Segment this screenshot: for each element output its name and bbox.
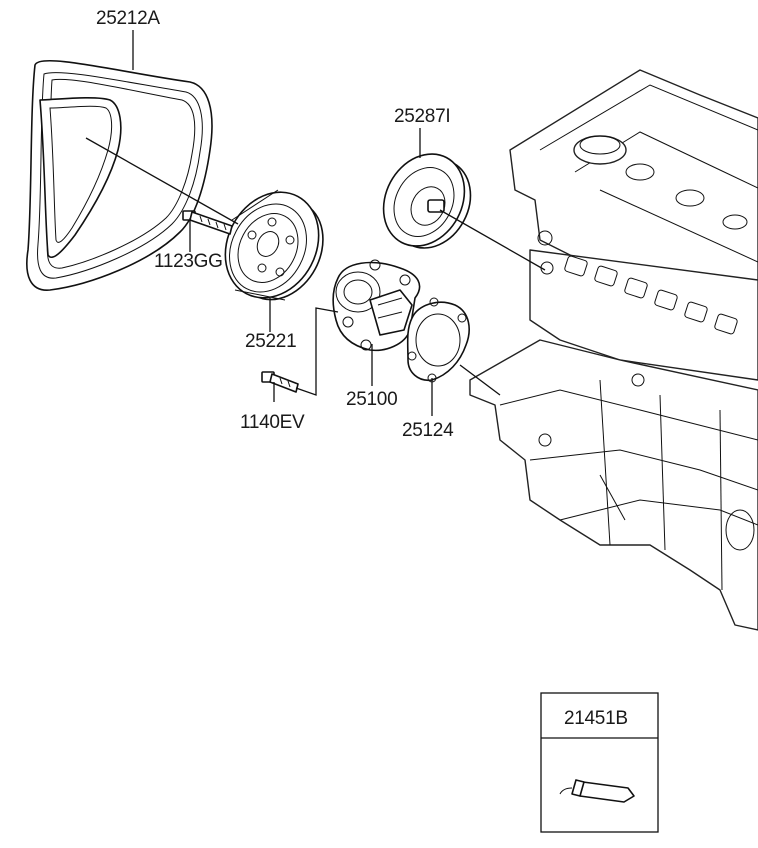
sealant-box: 21451B — [540, 692, 659, 833]
sealant-tube-icon — [559, 779, 635, 803]
label-gasket: 25124 — [402, 420, 454, 441]
label-belt: 25212A — [96, 8, 160, 29]
water-pump — [332, 259, 421, 352]
bolt-1123gg — [182, 210, 233, 235]
idler-pulley — [382, 153, 472, 249]
engine-block — [469, 69, 758, 631]
label-pulley: 25221 — [245, 331, 296, 352]
bolt-1140ev — [261, 371, 299, 393]
water-pump-pulley — [224, 189, 324, 301]
water-pump-gasket — [406, 297, 470, 383]
label-sealant: 21451B — [564, 708, 628, 729]
label-bolt-lower: 1140EV — [240, 412, 305, 433]
label-bolt-upper: 1123GG — [154, 251, 223, 272]
label-idler: 25287I — [394, 106, 450, 127]
label-water-pump: 25100 — [346, 389, 397, 410]
leader-lines — [85, 30, 546, 416]
drive-belt — [26, 59, 213, 291]
